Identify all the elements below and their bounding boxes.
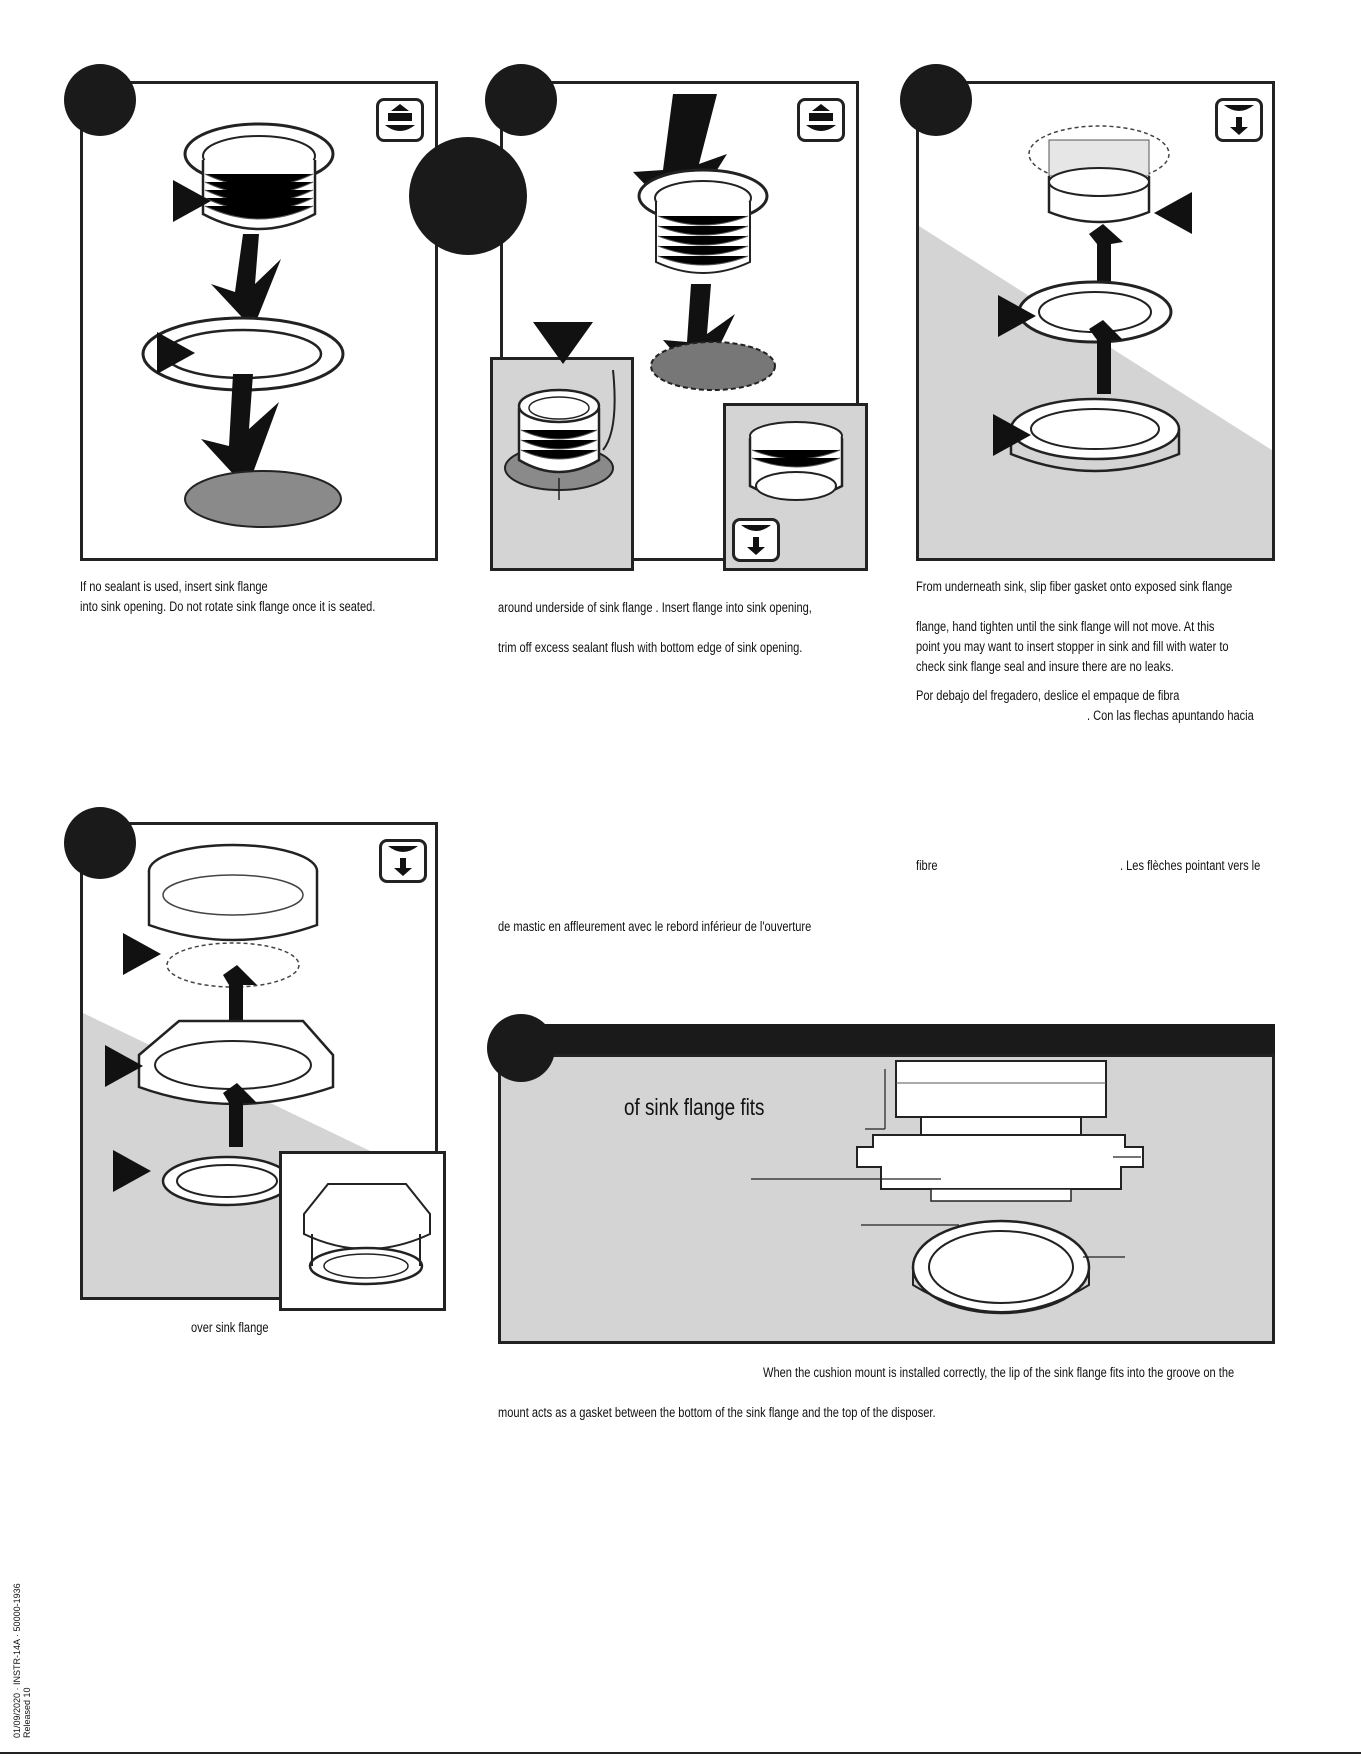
bottom-view-icon [732,518,780,562]
step5-caption-line1: When the cushion mount is installed corr… [763,1365,1235,1380]
step3-caption-line2: flange, hand tighten until the sink flan… [916,619,1215,634]
margin-release: Released 10 [22,1687,32,1738]
pointer-mount [105,1045,143,1087]
step5-caption-line2: mount acts as a gasket between the botto… [498,1405,936,1420]
pointer-sealant [533,322,593,364]
step1-caption-line1: If no sealant is used, insert sink flang… [80,579,268,594]
step2-inset-bottom [723,403,868,571]
step3-illustration [919,125,1272,558]
pointer-flange [173,180,211,222]
step1-caption-line2: into sink opening. Do not rotate sink fl… [80,599,376,614]
step4-number-circle [64,807,136,879]
top-view-icon [797,98,845,142]
step4-inset [279,1151,446,1311]
pointer-flange-bottom [123,933,161,975]
step2-illustration [633,94,776,391]
pointer-flange-underside [1154,192,1192,234]
step3-spanish-line1: Por debajo del fregadero, deslice el emp… [916,688,1180,703]
step2-caption-line1: around underside of sink flange . Insert… [498,600,812,615]
top-view-icon [376,98,424,142]
step4-caption: over sink flange [191,1320,269,1335]
step2-caption-line2: trim off excess sealant flush with botto… [498,640,803,655]
step3-french-word: fibre [916,858,938,873]
step3-spanish-line2: . Con las flechas apuntando hacia [1087,708,1254,723]
step3-caption-line4: check sink flange seal and insure there … [916,659,1174,674]
step1-panel [80,81,438,561]
bottom-view-icon [379,839,427,883]
pointer-cushion [113,1150,151,1192]
step1-number-circle [64,64,136,136]
step2-french-line: de mastic en affleurement avec le rebord… [498,919,812,934]
bottom-view-icon [1215,98,1263,142]
step5-illustration [751,1060,1144,1315]
step5-heading: of sink flange fits [624,1094,765,1120]
step3-panel [916,81,1275,561]
step2-alt-number-circle [409,137,527,255]
step3-number-circle [900,64,972,136]
step2-number-circle [485,64,557,136]
pointer-fiber-gasket [998,295,1036,337]
step5-panel: of sink flange fits [498,1054,1275,1344]
pointer-mount-ring [993,414,1031,456]
step3-french-line: . Les flèches pointant vers le [1120,858,1261,873]
step5-header-bar [498,1024,1275,1058]
margin-doc-code: 01/09/2020 · INSTR-14A · 50000-1936 [12,1583,22,1738]
step5-number-circle [487,1014,555,1082]
step3-caption-line1: From underneath sink, slip fiber gasket … [916,579,1233,594]
step1-illustration [141,122,345,528]
step2-inset-sealant [490,357,634,571]
pointer-gasket [157,332,195,374]
footer-rule [0,1752,1361,1754]
step3-caption-line3: point you may want to insert stopper in … [916,639,1229,654]
